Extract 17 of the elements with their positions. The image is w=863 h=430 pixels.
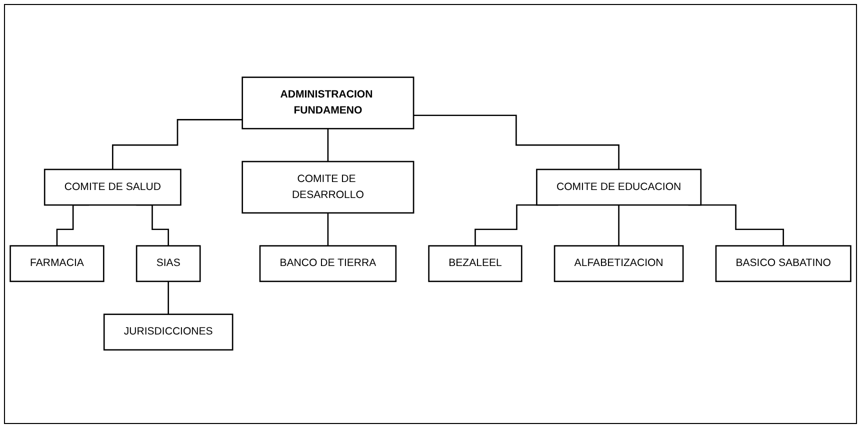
connector [168,281,169,316]
connector [327,128,329,163]
node-box: JURISDICCIONES [103,314,234,351]
node-box: ADMINISTRACION FUNDAMENO [242,77,414,130]
node-box: COMITE DE DESARROLLO [242,161,414,214]
node-box: COMITE DE EDUCACION [536,169,702,206]
node-box: ALFABETIZACION [554,246,684,282]
connector [112,119,242,171]
connector [414,115,620,171]
node-box: BEZALEEL [428,246,522,282]
node-box: FARMACIA [10,246,104,282]
node-box: BANCO DE TIERRA [259,246,397,282]
node-box: COMITE DE SALUD [44,169,182,206]
node-box: SIAS [136,246,201,282]
node-box: BASICO SABATINO [715,246,852,282]
connector [327,212,329,247]
connector [618,204,620,247]
